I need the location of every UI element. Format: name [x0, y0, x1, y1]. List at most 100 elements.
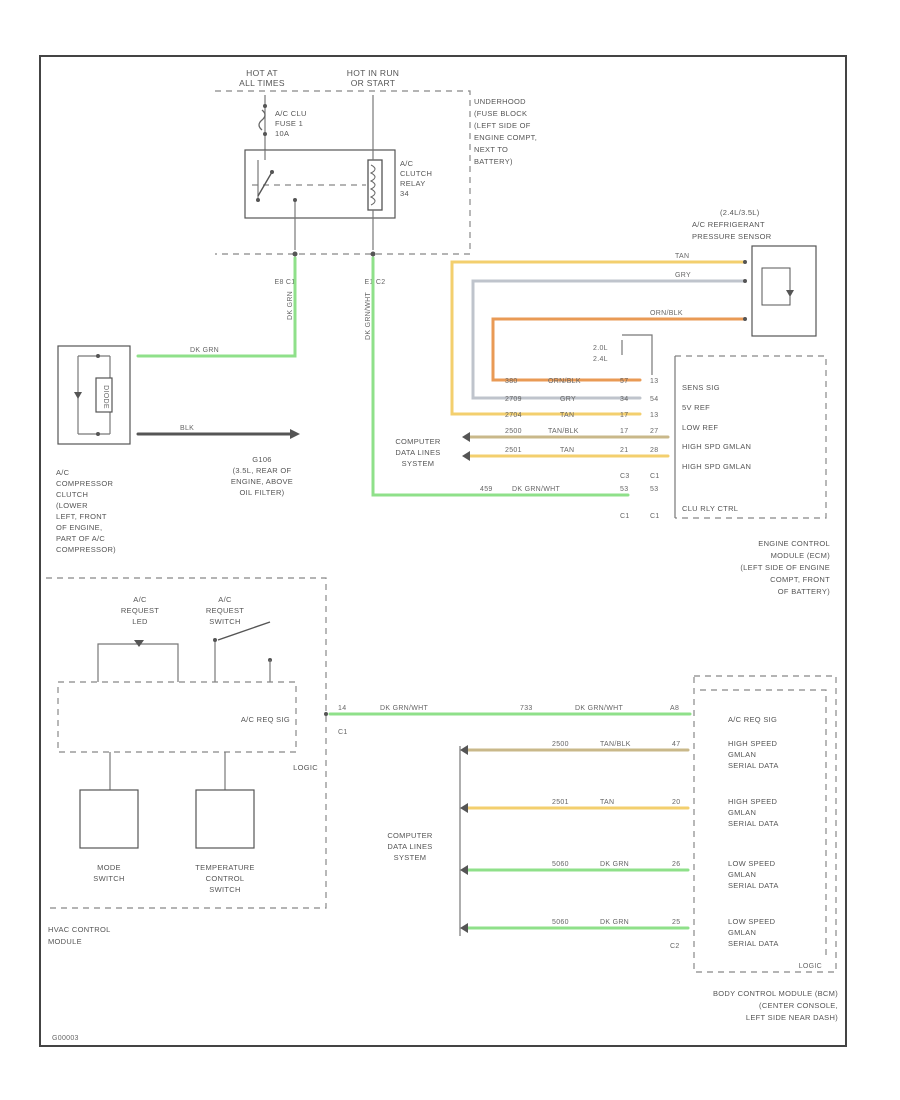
ecm-label-line1: ENGINE CONTROL [758, 539, 830, 548]
bcm-label-line2: (CENTER CONSOLE, [759, 1001, 838, 1010]
ecm-row4-pin2: 27 [650, 428, 658, 435]
fuse-icon [258, 109, 266, 131]
ecm-pin-label-5: HIGH SPD GMLAN [682, 462, 751, 471]
ground-line1: G106 [252, 455, 272, 464]
hvac-outline [46, 577, 327, 909]
hot-in-run-line1: HOT IN RUN [347, 68, 399, 78]
ecm-connector-bottom-1: C1 [620, 513, 630, 520]
bcm-row2-label-line1: HIGH SPEED [728, 797, 778, 806]
fuse-block-line1: UNDERHOOD [474, 97, 526, 106]
mode-switch-line2: SWITCH [93, 874, 124, 883]
ac-request-led-line1: A/C [133, 595, 147, 604]
bcm-corner-label: LOGIC [799, 963, 822, 970]
wire-sensor-signal [450, 260, 747, 416]
ecm-row4-circuit: 2500 [505, 428, 522, 435]
ecm-label-line3: (LEFT SIDE OF ENGINE [740, 563, 830, 572]
power-sources: HOT AT ALL TIMES HOT IN RUN OR START [239, 68, 399, 88]
ecm-pin-label-4: HIGH SPD GMLAN [682, 442, 751, 451]
ecm-row5-circuit: 2501 [505, 447, 522, 454]
ecm-clutch-pin: 53 [620, 486, 628, 493]
ecm-row3-pin: 17 [620, 412, 628, 419]
hvac-ac-req-sig: A/C REQ SIG [241, 715, 290, 724]
compressor-clutch: DIODE [57, 345, 131, 445]
clutch-label-line1: A/C [56, 468, 70, 477]
fuse-block-line6: BATTERY) [474, 157, 513, 166]
ecm-clutch-circuit: 459 [480, 486, 493, 493]
sensor-label-line3: PRESSURE SENSOR [692, 232, 772, 241]
clutch-label-line8: COMPRESSOR) [56, 545, 116, 554]
wire-ac-request-color: DK GRN/WHT [380, 705, 429, 712]
wire-ac-request-color-2: DK GRN/WHT [575, 705, 624, 712]
ecm-wire-rows: 380 ORN/BLK 57 13 2709 GRY 34 54 2704 TA… [462, 378, 670, 520]
relay-coil-icon [367, 159, 383, 211]
fuse-block-line3: (LEFT SIDE OF [474, 121, 531, 130]
data-line-arrow-icon [460, 803, 468, 813]
ground-line4: OIL FILTER) [240, 488, 285, 497]
clutch-coil-icon [95, 377, 113, 413]
bcm-row4-label-line2: GMLAN [728, 928, 756, 937]
fuse-label-line2: FUSE 1 [275, 119, 303, 128]
ac-request-switch-line2: REQUEST [206, 606, 244, 615]
clutch-label-line2: COMPRESSOR [56, 479, 113, 488]
ground-line2: (3.5L, REAR OF [233, 466, 292, 475]
relay-box [244, 149, 396, 219]
clutch-label-line4: (LOWER [56, 501, 88, 510]
wire-relay-control [371, 256, 630, 497]
data-line-arrow-icon [460, 923, 468, 933]
connector-e1-c2: E1 C2 [365, 279, 386, 286]
hvac-label-line2: MODULE [48, 937, 82, 946]
diagram-code: G00003 [52, 1035, 79, 1042]
sensor-box [751, 245, 817, 337]
fuse-label-line1: A/C CLU [275, 109, 307, 118]
temp-switch-line1: TEMPERATURE [195, 863, 254, 872]
clutch-label-line3: CLUTCH [56, 490, 88, 499]
sensor-wire-orange-label: ORN/BLK [650, 310, 683, 317]
ecm-row2-pin2: 54 [650, 396, 658, 403]
engine-option-2: 2.4L [593, 356, 608, 363]
ecm-label-line5: OF BATTERY) [778, 587, 830, 596]
ground-line3: ENGINE, ABOVE [231, 477, 293, 486]
diode-label: DIODE [102, 385, 109, 409]
ecm-pin-label-clutch: CLU RLY CTRL [682, 504, 738, 513]
ac-request-led-line2: REQUEST [121, 606, 159, 615]
bcm-row3-pin: 26 [672, 861, 680, 868]
body-control-module: A/C REQ SIG LOGIC [693, 675, 837, 973]
hot-in-run-line2: OR START [351, 78, 396, 88]
ac-clutch-fuse: A/C CLU FUSE 1 10A [258, 95, 307, 150]
sensor-label-line2: A/C REFRIGERANT [692, 220, 765, 229]
ecm-row5-pin: 21 [620, 447, 628, 454]
diagram-frame [39, 55, 847, 1047]
ecm-pin-label-1: SENS SIG [682, 383, 720, 392]
data-line-arrow-icon [460, 865, 468, 875]
ecm-row2-circuit: 2709 [505, 396, 522, 403]
mode-switch-box [79, 789, 139, 849]
bcm-row1-label-line1: HIGH SPEED [728, 739, 778, 748]
ecm-data-lines-line2: DATA LINES [395, 448, 440, 457]
bcm-row1-circuit: 2500 [552, 741, 569, 748]
ecm-row1-circuit: 380 [505, 378, 518, 385]
data-line-arrow-icon [460, 745, 468, 755]
bcm-row4-label-line1: LOW SPEED [728, 917, 776, 926]
ac-request-switch-line1: A/C [218, 595, 232, 604]
wire-clutch-feed-vertical-label: DK GRN [287, 291, 294, 320]
wire-relay-control-label: DK GRN/WHT [365, 291, 372, 340]
hvac-control-module: A/C REQUEST LED A/C REQUEST SWITCH A/C R… [46, 577, 347, 946]
sensor-wire-yellow-label: TAN [675, 253, 689, 260]
bcm-inner-outline [700, 689, 827, 960]
wire-clutch-feed [136, 256, 297, 358]
wire-sensor-low [491, 317, 747, 382]
wire-clutch-feed-label: DK GRN [190, 347, 219, 354]
ground-arrow-icon [290, 429, 300, 439]
bcm-label-line1: BODY CONTROL MODULE (BCM) [713, 989, 838, 998]
bcm-row3-label-line3: SERIAL DATA [728, 881, 779, 890]
bcm-row2-label-line2: GMLAN [728, 808, 756, 817]
hvac-pin: 14 [338, 705, 346, 712]
ecm-label-line4: COMPT, FRONT [770, 575, 830, 584]
hvac-label-line1: HVAC CONTROL [48, 925, 111, 934]
engine-option-bracket [622, 334, 653, 375]
ecm-pin-label-2: 5V REF [682, 403, 710, 412]
mode-switch-line1: MODE [97, 863, 121, 872]
bcm-row4-circuit: 5060 [552, 919, 569, 926]
